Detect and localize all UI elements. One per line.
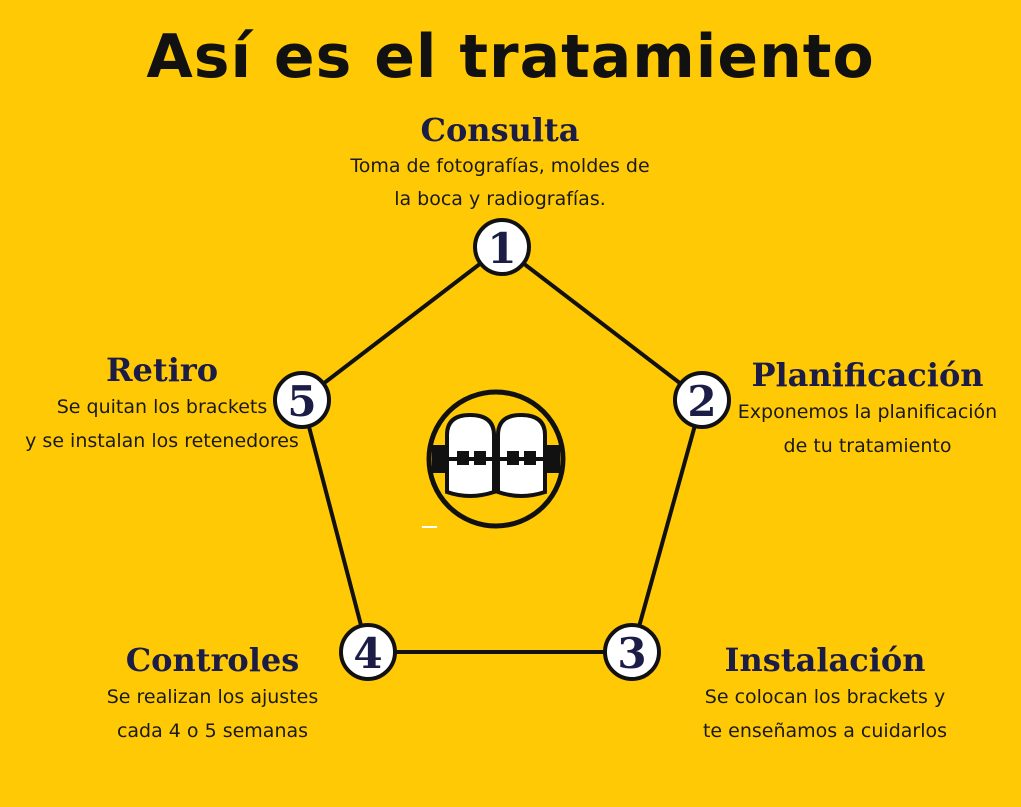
step-1-title: Consulta	[420, 111, 580, 149]
step-number-1: 1	[487, 224, 516, 273]
step-marker-3: 3	[603, 623, 661, 681]
step-marker-5: 5	[273, 371, 331, 429]
step-1-description: Toma de fotografías, moldes de la boca y…	[350, 155, 650, 210]
step-2: Planificación Exponemos la planificación…	[725, 355, 1010, 463]
step-4-description: Se realizan los ajustes cada 4 o 5 seman…	[106, 686, 319, 742]
step-5: Retiro Se quitan los brackets y se insta…	[12, 350, 312, 458]
step-number-4: 4	[353, 629, 382, 678]
step-3-description: Se colocan los brackets y te enseñamos a…	[702, 686, 948, 742]
step-number-5: 5	[287, 377, 316, 426]
step-4: Controles Se realizan los ajustes cada 4…	[80, 640, 345, 748]
step-marker-2: 2	[673, 371, 731, 429]
step-5-description: Se quitan los brackets y se instalan los…	[25, 396, 299, 452]
step-number-3: 3	[617, 629, 646, 678]
step-4-title: Controles	[125, 641, 300, 679]
pentagon-outline	[299, 244, 705, 654]
step-3-title: Instalación	[724, 641, 926, 679]
step-marker-1: 1	[473, 218, 531, 276]
step-marker-4: 4	[339, 623, 397, 681]
step-5-title: Retiro	[105, 351, 219, 389]
step-1: Consulta Toma de fotografías, moldes de …	[330, 110, 670, 216]
page-title: Así es el tratamiento	[146, 22, 875, 92]
braces-teeth-icon	[422, 389, 566, 529]
step-2-description: Exponemos la planificación de tu tratami…	[737, 401, 998, 457]
step-3: Instalación Se colocan los brackets y te…	[690, 640, 960, 748]
step-2-title: Planificación	[751, 356, 984, 394]
step-number-2: 2	[687, 377, 716, 426]
